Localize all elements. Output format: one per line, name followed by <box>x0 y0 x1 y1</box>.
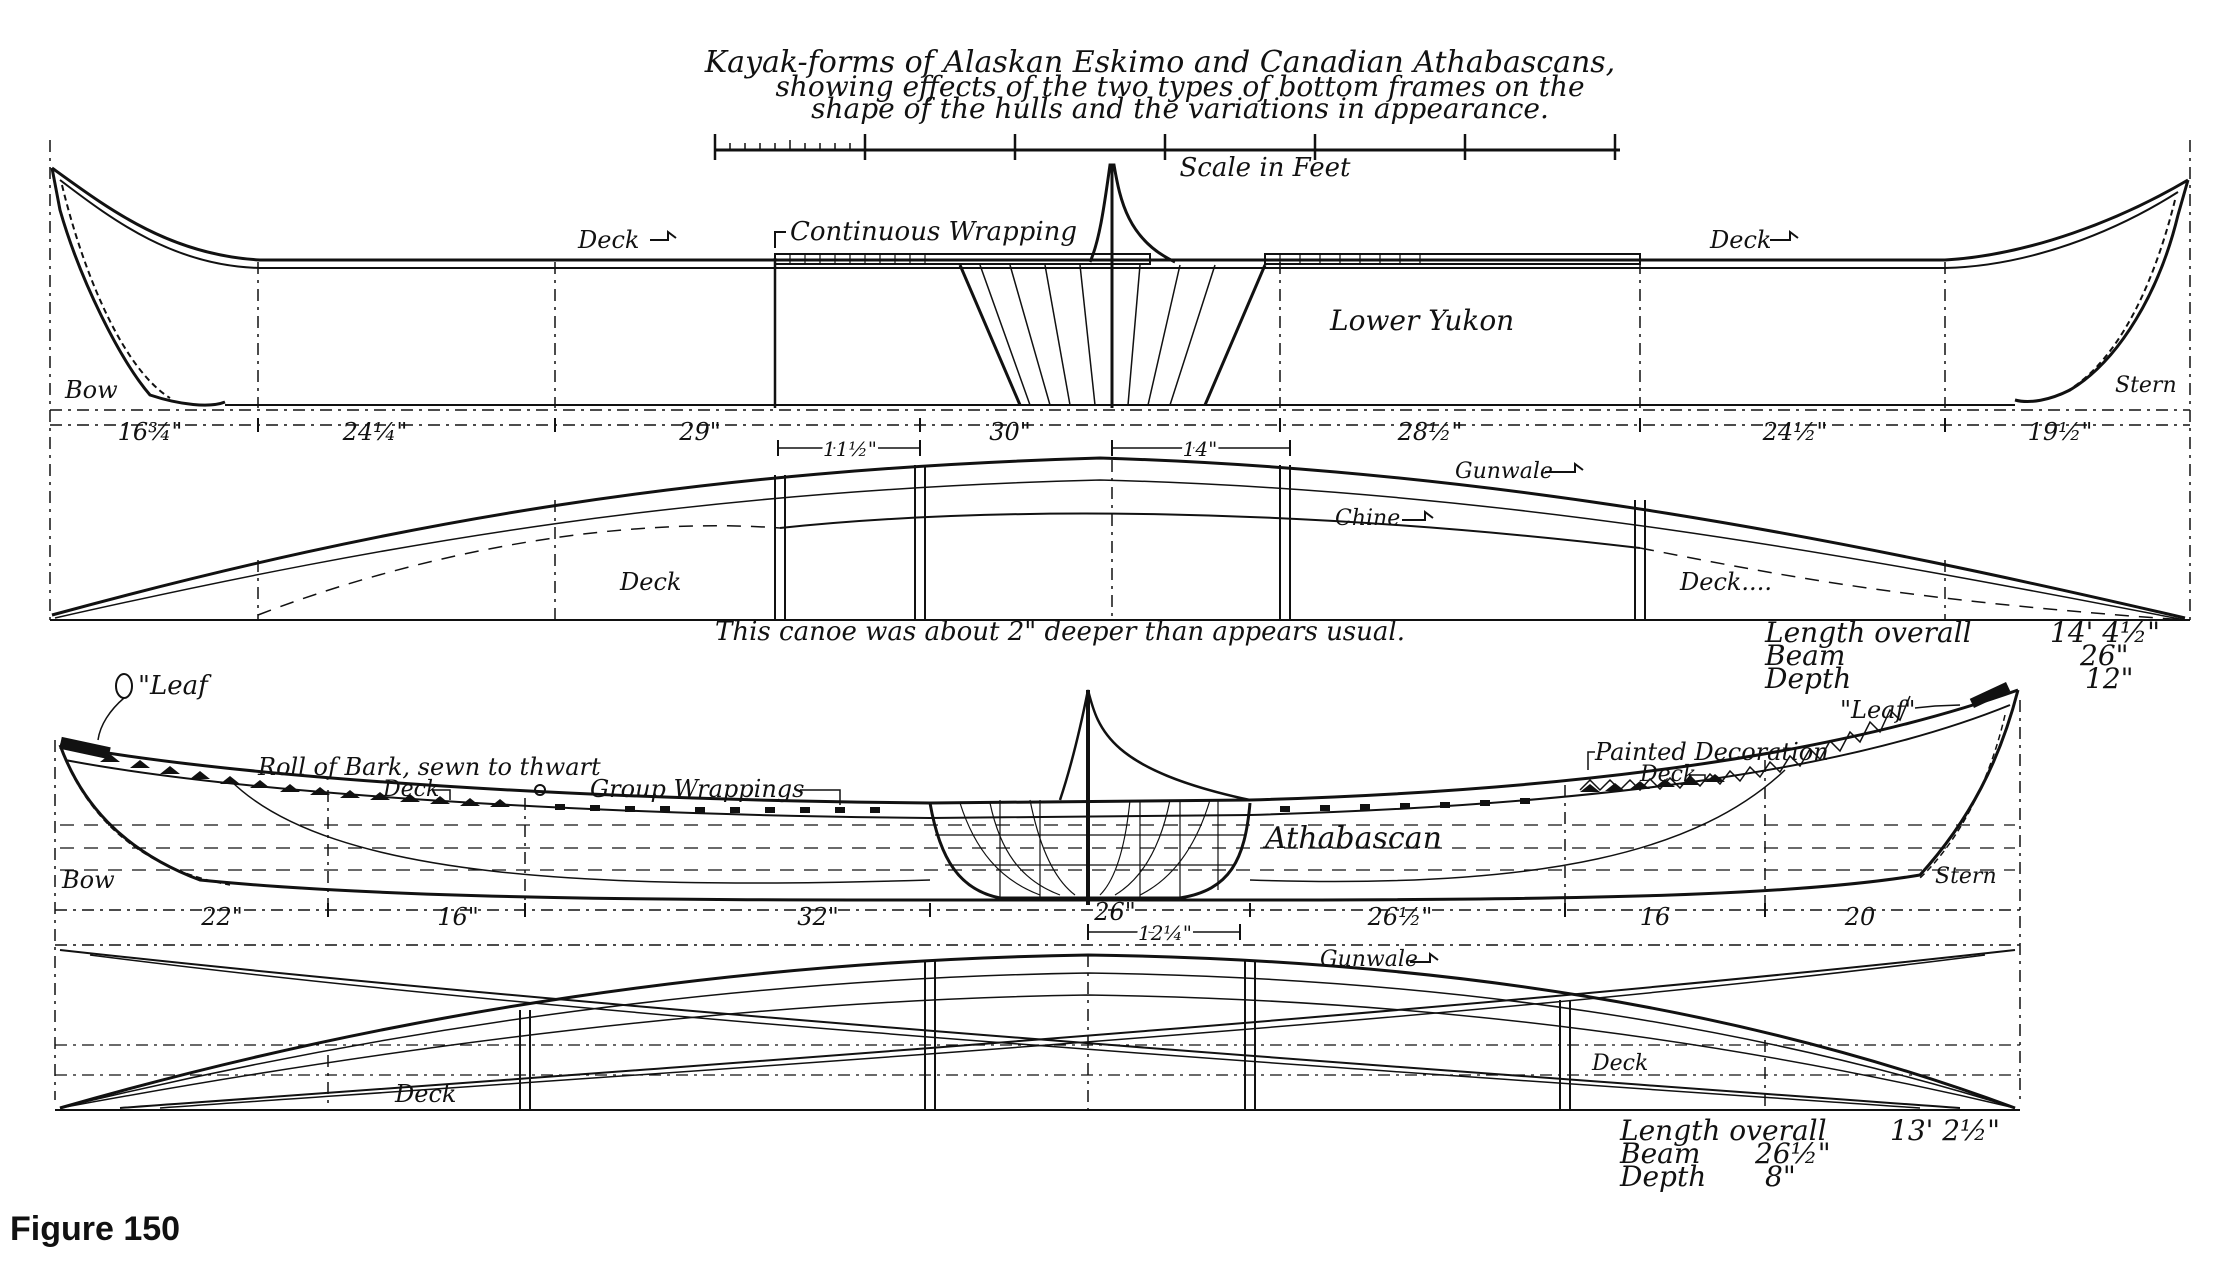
upper-stern-label: Stern <box>2115 373 2177 398</box>
upper-depth-label: Depth <box>1764 662 1851 695</box>
upper-dim-2: 24¼" <box>342 418 408 446</box>
lower-dim-7: 20 <box>1844 903 1876 931</box>
painted-decoration-label: Painted Decoration <box>1594 738 1829 766</box>
upper-length-label: Length overall <box>1764 616 1972 649</box>
group-wrappings-label: Group Wrappings <box>590 775 804 803</box>
athabascan-plan <box>55 944 2020 1111</box>
lower-length-label: Length overall <box>1619 1114 1827 1147</box>
lower-yukon-plan <box>50 456 2190 621</box>
lower-deck-plan-right-label: Deck <box>1591 1051 1648 1076</box>
lower-bow-label: Bow <box>61 866 115 894</box>
upper-subdim-2: 14" <box>1183 437 1218 461</box>
lower-leaf-left-label: "Leaf <box>138 671 212 701</box>
lower-depth-value: 8" <box>1765 1160 1796 1193</box>
scale-bar <box>713 134 1620 160</box>
lower-subdim-1: 12¼" <box>1138 921 1192 945</box>
upper-beam-value: 26" <box>2079 639 2129 672</box>
lower-length-value: 13' 2½" <box>1890 1114 2000 1147</box>
lower-specs: Length overall 13' 2½" Beam 26½" Depth 8… <box>1619 1114 2000 1193</box>
upper-dim-3: 29" <box>678 418 721 446</box>
roll-of-bark-label: Roll of Bark, sewn to thwart <box>257 753 601 781</box>
title-line-1: Kayak-forms of Alaskan Eskimo and Canadi… <box>704 45 1615 80</box>
upper-dim-1: 16¾" <box>118 418 183 446</box>
lower-leaf-right-label: "Leaf" <box>1840 696 1915 724</box>
upper-dim-5: 28½" <box>1397 418 1463 446</box>
lower-beam-value: 26½" <box>1754 1137 1831 1170</box>
title-line-2: showing effects of the two types of bott… <box>775 70 1584 103</box>
continuous-wrapping-label: Continuous Wrapping <box>790 217 1077 247</box>
upper-depth-value: 12" <box>2085 662 2134 695</box>
upper-note: This canoe was about 2" deeper than appe… <box>715 617 1405 647</box>
lower-stern-label: Stern <box>1935 864 1997 889</box>
scale-label: Scale in Feet <box>1179 153 1351 183</box>
lower-subdim-lines <box>1087 924 1241 940</box>
lower-dim-3: 32" <box>797 903 839 931</box>
upper-deck-left-label: Deck <box>577 226 639 254</box>
upper-bow-label: Bow <box>64 376 118 404</box>
lower-dim-2: 16" <box>437 903 479 931</box>
lower-deck-plan-left-label: Deck <box>394 1080 456 1108</box>
upper-deck-right-label: Deck <box>1709 226 1771 254</box>
lower-depth-label: Depth <box>1619 1160 1706 1193</box>
upper-length-value: 14' 4½" <box>2050 616 2160 649</box>
upper-deck-plan-left-label: Deck <box>619 568 681 596</box>
upper-chine-label: Chine <box>1335 506 1400 531</box>
title-line-3: shape of the hulls and the variations in… <box>811 92 1549 125</box>
lower-beam-label: Beam <box>1619 1137 1700 1170</box>
lower-dimension-line <box>55 903 2020 917</box>
lower-dim-6: 16 <box>1640 903 1671 931</box>
figure-caption: Figure 150 <box>10 1210 180 1248</box>
lower-deck-right-label: Deck <box>1639 762 1696 787</box>
lower-dim-5: 26½" <box>1367 903 1433 931</box>
upper-specs: Length overall 14' 4½" Beam 26" Depth 12… <box>1764 616 2160 695</box>
upper-subdim-lines <box>777 440 1291 456</box>
athabascan-label: Athabascan <box>1262 821 1442 856</box>
lower-dim-4: 26" <box>1093 898 1136 926</box>
upper-dim-4: 30" <box>989 418 1031 446</box>
upper-dim-7: 19½" <box>2028 418 2093 446</box>
upper-dim-6: 24½" <box>1762 418 1828 446</box>
lower-gunwale-label: Gunwale <box>1320 947 1418 972</box>
upper-deck-plan-right-label: Deck.... <box>1679 568 1772 596</box>
upper-dimension-line <box>50 418 2190 432</box>
lower-dim-1: 22" <box>200 903 243 931</box>
lower-deck-left-label: Deck <box>382 777 439 802</box>
upper-beam-label: Beam <box>1764 639 1845 672</box>
upper-subdim-1: 11½" <box>823 437 877 461</box>
lower-yukon-label: Lower Yukon <box>1329 304 1514 337</box>
athabascan-profile <box>54 673 2021 1100</box>
upper-gunwale-label: Gunwale <box>1455 459 1553 484</box>
lower-yukon-profile <box>49 140 2191 620</box>
